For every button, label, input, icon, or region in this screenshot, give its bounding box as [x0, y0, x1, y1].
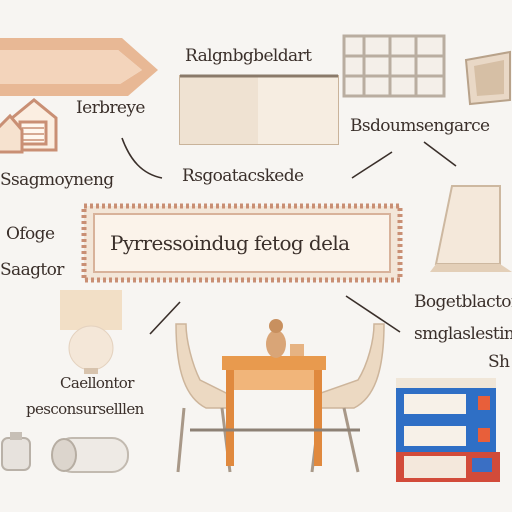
bottle-icon: [1, 432, 31, 471]
label-left-a: Ofoge: [6, 224, 55, 244]
book-icon: [179, 74, 339, 145]
label-left-b: Saagtor: [0, 260, 64, 280]
label-right-mid-c: Sh: [488, 352, 510, 372]
chair-icon: [175, 323, 232, 473]
chair-icon: [310, 323, 385, 473]
arrow-connectors: [121, 137, 457, 335]
label-middle-center: Rsgoatacskede: [182, 166, 304, 186]
lamp-icon: [60, 290, 122, 374]
book-icon: [430, 185, 512, 272]
label-bottom-left-b: pesconsurselllen: [26, 400, 144, 418]
label-top-center: Ralgnbgbeldart: [185, 46, 312, 66]
label-right-mid-b: smglaslestin: [414, 324, 512, 344]
label-house: Ierbreye: [76, 98, 145, 118]
label-bottom-left-a: Caellontor: [60, 374, 134, 392]
label-right-top: Bsdoumsengarce: [350, 116, 490, 136]
house-icon: [0, 98, 58, 154]
shelf-icon: [342, 34, 446, 98]
binder-icon: [396, 452, 500, 482]
frame-icon: [464, 50, 511, 106]
center-title: Pyrressoindug fetog dela: [110, 231, 350, 255]
label-right-mid-a: Bogetblactor: [414, 292, 512, 312]
binder-icon: [396, 378, 496, 420]
binder-icon: [396, 420, 496, 452]
figurine-icon: [266, 319, 304, 358]
arrow-banner-icon: [0, 38, 158, 96]
label-left-mid: Ssagmoyneng: [0, 170, 114, 190]
center-frame: [81, 203, 403, 283]
roll-icon: [51, 437, 129, 473]
desk-icon: [190, 356, 360, 466]
